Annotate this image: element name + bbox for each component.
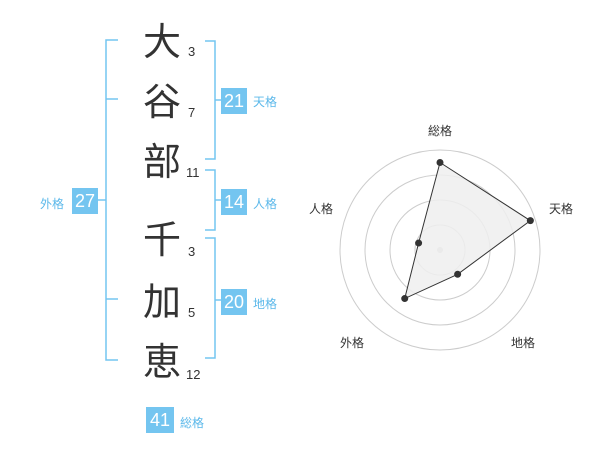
radar-series-polygon <box>403 161 532 300</box>
radar-ring <box>339 149 541 351</box>
soukaku-label: 総格 <box>180 416 205 430</box>
stroke-count-3: 11 <box>186 165 200 180</box>
name-char-6: 恵 <box>142 340 181 384</box>
tenkaku-label: 天格 <box>253 95 278 109</box>
stroke-count-1: 3 <box>188 44 196 59</box>
soukaku-value-badge: 41 <box>146 407 174 433</box>
radar-axis-label-jinkaku: 人格 <box>309 202 334 216</box>
radar-point-3 <box>454 270 462 278</box>
radar-axis-label-gaikaku: 外格 <box>340 336 365 350</box>
radar-axis-label-chikaku: 地格 <box>511 336 536 350</box>
name-char-5: 加 <box>142 280 181 324</box>
stroke-count-4: 3 <box>188 244 196 259</box>
radar-point-4 <box>401 295 409 303</box>
radar-point-2 <box>526 217 534 225</box>
name-char-3: 部 <box>142 140 181 184</box>
stroke-count-6: 12 <box>186 367 201 382</box>
jinkaku-value-badge: 14 <box>221 189 247 215</box>
gaikaku-label: 外格 <box>40 197 65 211</box>
name-char-1: 大 <box>142 20 181 64</box>
name-char-2: 谷 <box>142 80 181 124</box>
stroke-count-2: 7 <box>188 105 196 120</box>
name-char-4: 千 <box>142 218 181 262</box>
chikaku-value-badge: 20 <box>221 289 247 315</box>
jinkaku-label: 人格 <box>253 197 278 211</box>
tenkaku-value-badge: 21 <box>221 88 247 114</box>
radar-point-1 <box>436 159 444 166</box>
chikaku-label: 地格 <box>253 297 278 311</box>
radar-axis-label-soukaku: 総格 <box>428 124 453 138</box>
gaikaku-value-badge: 27 <box>72 188 98 214</box>
radar-axis-label-tenkaku: 天格 <box>549 202 574 216</box>
radar-point-5 <box>415 239 423 247</box>
stroke-count-5: 5 <box>188 305 196 320</box>
